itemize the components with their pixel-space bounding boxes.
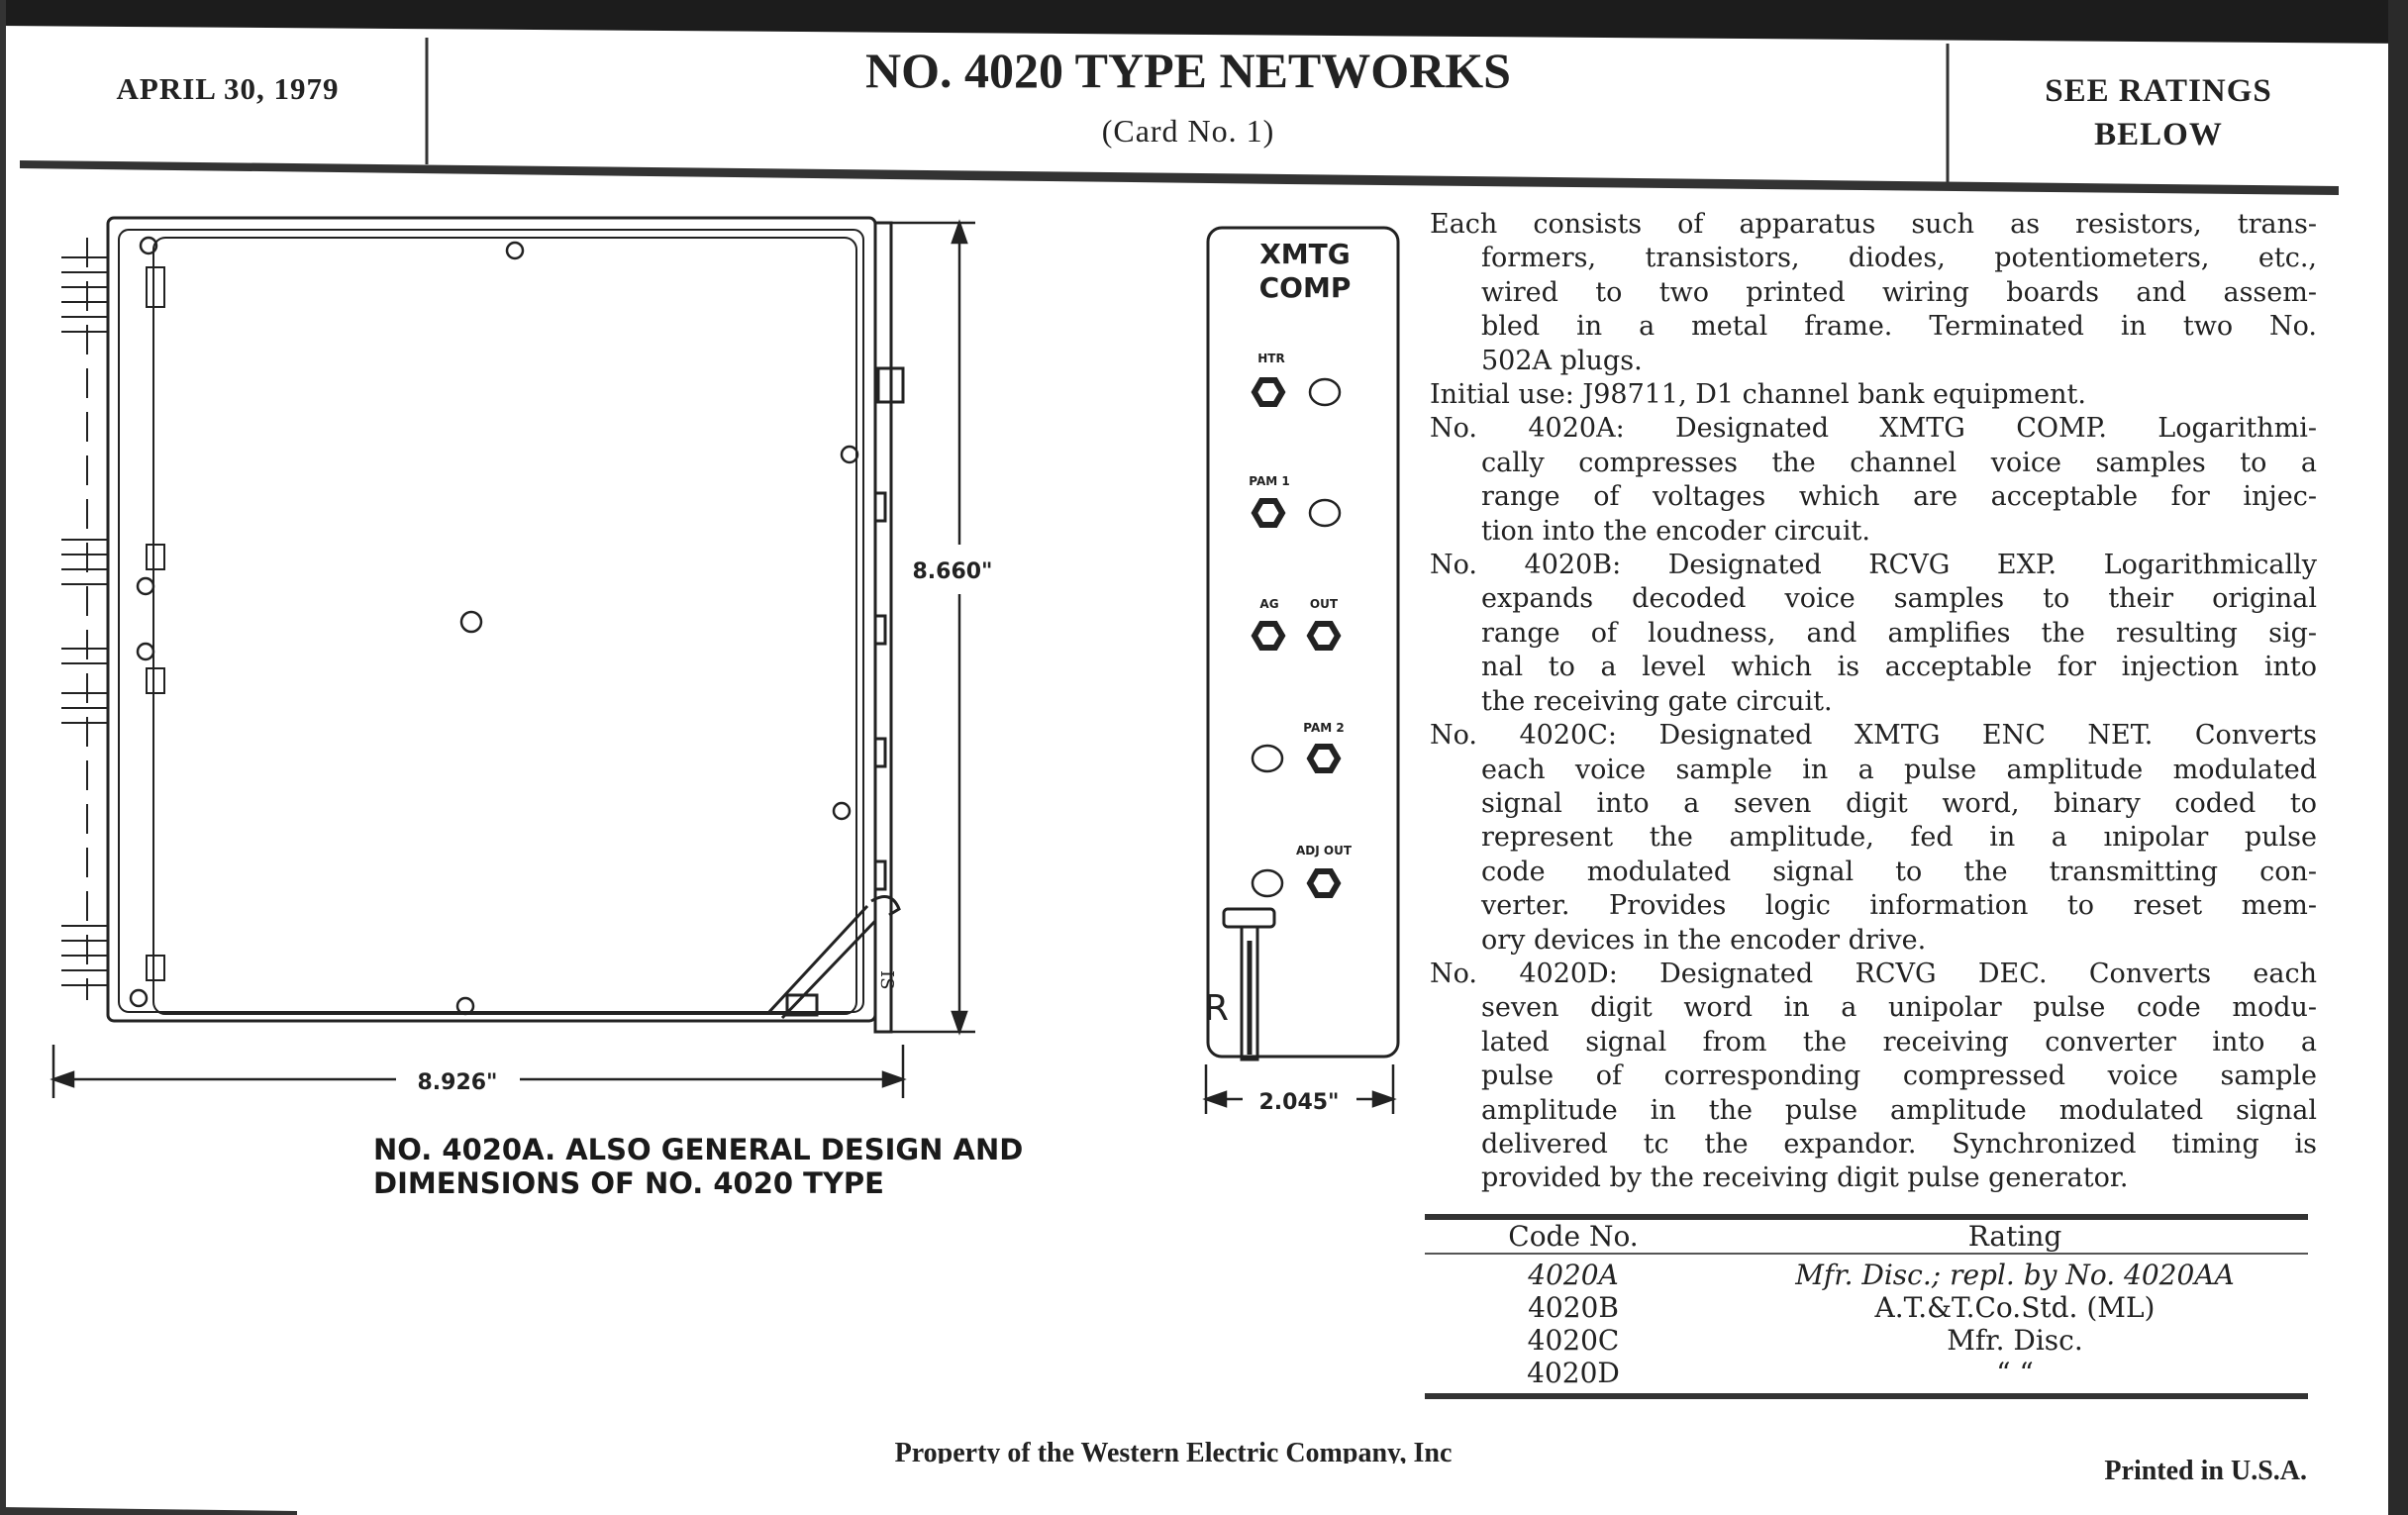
description-line: expands decoded voice samples to their o… bbox=[1481, 583, 2317, 615]
description-line: cally compresses the channel voice sampl… bbox=[1481, 447, 2317, 478]
jack-icon bbox=[1306, 621, 1342, 651]
jack-label-adj-out: ADJ OUT bbox=[1296, 844, 1353, 858]
table-row: 4020B A.T.&T.Co.Std. (ML) bbox=[1425, 1291, 2308, 1324]
description-line: formers, transistors, diodes, potentiome… bbox=[1481, 243, 2317, 274]
printed-in-notice: Printed in U.S.A. bbox=[2104, 1456, 2307, 1486]
table-row: 4020A Mfr. Disc.; repl. by No. 4020AA bbox=[1425, 1259, 2308, 1291]
ratings-note: SEE RATINGS BELOW bbox=[1970, 69, 2347, 156]
code-cell: 4020C bbox=[1527, 1324, 1620, 1357]
lamp-icon bbox=[1251, 868, 1284, 898]
scan-top-edge bbox=[0, 0, 2408, 44]
code-cell: 4020A bbox=[1528, 1259, 1619, 1291]
handle-label: R bbox=[1204, 988, 1229, 1029]
panel-width-dimension-label: 2.045" bbox=[1258, 1090, 1339, 1115]
table-row: 4020D “ “ bbox=[1425, 1357, 2308, 1389]
description-line: provided by the receiving digit pulse ge… bbox=[1481, 1162, 2129, 1194]
handle-icon bbox=[1222, 907, 1276, 929]
column-header-rating: Rating bbox=[1967, 1220, 2062, 1253]
jack-icon bbox=[1306, 744, 1342, 773]
description-line: No. 4020C: Designated XMTG ENC NET. Conv… bbox=[1430, 720, 2317, 752]
description-line: verter. Provides logic information to re… bbox=[1481, 890, 2317, 922]
description-line: code modulated signal to the transmittin… bbox=[1481, 856, 2317, 887]
scan-left-edge bbox=[0, 0, 6, 1515]
lamp-icon bbox=[1308, 377, 1342, 407]
jack-icon bbox=[1251, 377, 1286, 407]
rating-cell: Mfr. Disc.; repl. by No. 4020AA bbox=[1795, 1259, 2235, 1291]
description-line: Initial use: J98711, D1 channel bank equ… bbox=[1430, 379, 2086, 411]
description-line: No. 4020B: Designated RCVG EXP. Logarith… bbox=[1430, 550, 2317, 581]
description-line: amplitude in the pulse amplitude modulat… bbox=[1481, 1094, 2317, 1126]
column-header-code: Code No. bbox=[1508, 1220, 1639, 1253]
description-text: Each consists of apparatus such as resis… bbox=[1430, 208, 2317, 1196]
jack-label-ag: AG bbox=[1259, 597, 1278, 611]
caption-line1: NO. 4020A. ALSO GENERAL DESIGN AND bbox=[373, 1133, 1024, 1166]
panel-title-line1: XMTG bbox=[1259, 238, 1351, 270]
table-rule-header bbox=[1425, 1253, 2308, 1255]
description-line: seven digit word in a unipolar pulse cod… bbox=[1481, 992, 2317, 1024]
description-line: tion into the encoder circuit. bbox=[1481, 515, 1870, 547]
description-line: signal into a seven digit word, binary c… bbox=[1481, 787, 2317, 819]
jack-label-pam2: PAM 2 bbox=[1303, 721, 1344, 735]
caption-line2: DIMENSIONS OF NO. 4020 TYPE bbox=[373, 1166, 884, 1200]
description-line: wired to two printed wiring boards and a… bbox=[1481, 276, 2317, 308]
height-dimension-label: 8.660" bbox=[912, 559, 992, 584]
table-rule-bottom bbox=[1425, 1393, 2308, 1399]
rating-cell: A.T.&T.Co.Std. (ML) bbox=[1874, 1291, 2156, 1324]
front-panel-drawing: XMTG COMP HTR PAM 1 AG OUT PAM 2 ADJ OUT bbox=[1204, 226, 1400, 1061]
card-date: APRIL 30, 1979 bbox=[116, 71, 340, 106]
description-line: pulse of corresponding compressed voice … bbox=[1481, 1060, 2317, 1092]
description-line: represent the amplitude, fed in a ınipol… bbox=[1481, 822, 2317, 854]
description-line: the receiving gate circuit. bbox=[1481, 685, 1833, 717]
ratings-table: Code No. Rating 4020A Mfr. Disc.; repl. b… bbox=[1425, 1214, 2308, 1399]
lamp-icon bbox=[1251, 744, 1284, 773]
svg-text:IS: IS bbox=[876, 970, 897, 989]
description-line: 502A plugs. bbox=[1481, 345, 1643, 376]
description-line: each voice sample in a pulse amplitude m… bbox=[1481, 754, 2317, 785]
description-line: No. 4020D: Designated RCVG DEC. Converts… bbox=[1430, 958, 2317, 989]
card-number: (Card No. 1) bbox=[1101, 113, 1275, 149]
dimension-lines bbox=[50, 219, 1397, 1114]
description-line: range of loudness, and amplifies the res… bbox=[1481, 617, 2317, 649]
jack-label-pam1: PAM 1 bbox=[1249, 474, 1289, 488]
code-cell: 4020D bbox=[1527, 1357, 1620, 1389]
description-line: No. 4020A: Designated XMTG COMP. Logarit… bbox=[1430, 413, 2317, 445]
description-line: ory devices in the encoder drive. bbox=[1481, 924, 1927, 956]
page-title: NO. 4020 TYPE NETWORKS bbox=[865, 43, 1511, 98]
description-line: bled in a metal frame. Terminated in two… bbox=[1481, 311, 2317, 343]
lamp-icon bbox=[1308, 498, 1342, 528]
network-side-view-drawing: IS bbox=[61, 216, 905, 1034]
description-line: delivered tc the expandor. Synchronized … bbox=[1481, 1128, 2317, 1160]
description-line: lated signal from the receiving converte… bbox=[1481, 1026, 2317, 1058]
jack-icon bbox=[1251, 498, 1286, 528]
jack-icon bbox=[1251, 621, 1286, 651]
drawing-caption: NO. 4020A. ALSO GENERAL DESIGN AND DIMEN… bbox=[373, 1133, 1023, 1200]
property-notice: Property of the Western Electric Company… bbox=[894, 1438, 1453, 1464]
panel-title-line2: COMP bbox=[1259, 271, 1352, 304]
ratings-note-line1: SEE RATINGS bbox=[2045, 73, 2272, 109]
description-line: Each consists of apparatus such as resis… bbox=[1430, 209, 2317, 240]
width-dimension-label: 8.926" bbox=[417, 1070, 497, 1095]
table-rule-top bbox=[1425, 1214, 2308, 1220]
ratings-note-line2: BELOW bbox=[2094, 117, 2223, 152]
jack-label-htr: HTR bbox=[1257, 352, 1284, 365]
jack-label-out: OUT bbox=[1310, 597, 1339, 611]
rating-cell: “ “ bbox=[1996, 1357, 2034, 1389]
rating-cell: Mfr. Disc. bbox=[1947, 1324, 2083, 1357]
table-header-row: Code No. Rating bbox=[1425, 1220, 2308, 1253]
table-row: 4020C Mfr. Disc. bbox=[1425, 1324, 2308, 1357]
header-rule bbox=[20, 160, 2339, 195]
scan-right-edge bbox=[2388, 0, 2408, 1515]
jack-icon bbox=[1306, 868, 1342, 898]
description-line: nal to a level which is acceptable for i… bbox=[1481, 652, 2317, 683]
code-cell: 4020B bbox=[1528, 1291, 1619, 1324]
description-line: range of voltages which are acceptable f… bbox=[1481, 481, 2317, 513]
